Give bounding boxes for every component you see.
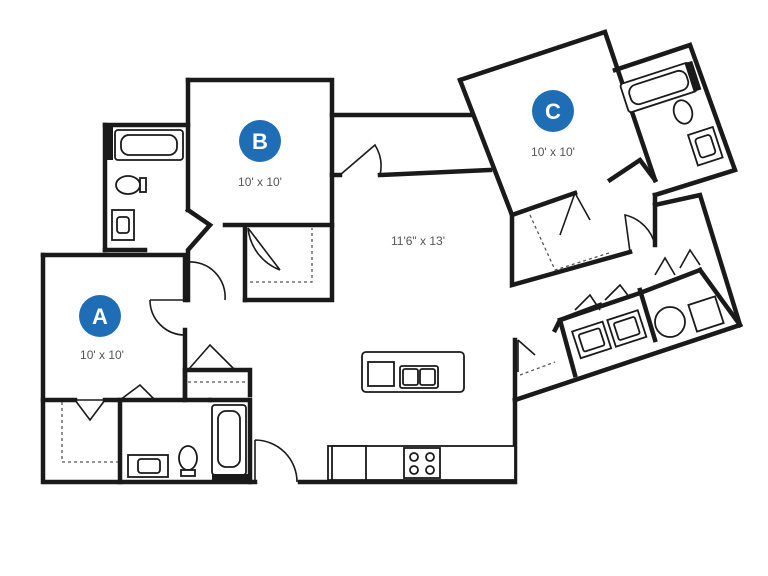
door-laundry-1[interactable]: [574, 293, 601, 311]
toilet-a: [178, 445, 198, 471]
door-bedroom-a[interactable]: [149, 299, 186, 336]
walls: [40, 29, 744, 485]
door-linen[interactable]: [187, 343, 236, 371]
room-a-label: A 10' x 10': [79, 295, 124, 362]
door-bath-c[interactable]: [609, 159, 641, 181]
stove: [403, 447, 441, 479]
living-room-size: 11'6" x 13': [391, 234, 445, 248]
water-heater: [654, 306, 686, 338]
badge-a: [79, 295, 121, 337]
room-a-size: 10' x 10': [80, 348, 124, 362]
door-bedroom-c[interactable]: [624, 213, 656, 253]
badge-a-letter: A: [92, 304, 108, 329]
badge-b-letter: B: [252, 129, 268, 154]
door-bath-a[interactable]: [119, 383, 156, 401]
door-bedroom-b[interactable]: [187, 261, 226, 301]
door-bath-b[interactable]: [187, 209, 211, 226]
door-closet-c[interactable]: [559, 192, 591, 236]
door-hall[interactable]: [339, 143, 382, 176]
badge-b: [239, 120, 281, 162]
room-c-label: C 10' x 10': [531, 90, 575, 159]
fridge: [331, 445, 367, 481]
badge-c-letter: C: [545, 99, 561, 124]
door-closet-b[interactable]: [247, 227, 281, 271]
hvac: [687, 295, 725, 333]
door-closet-a[interactable]: [74, 399, 106, 422]
doors: [74, 143, 701, 483]
door-laundry-2[interactable]: [604, 283, 631, 301]
toilet-c: [672, 99, 694, 125]
door-entry[interactable]: [254, 439, 298, 483]
door-pantry[interactable]: [517, 339, 536, 372]
room-b-size: 10' x 10': [238, 175, 282, 189]
badge-c: [532, 90, 574, 132]
room-c-size: 10' x 10': [531, 145, 575, 159]
fixtures: [105, 60, 725, 482]
door-closet-right-1[interactable]: [654, 256, 676, 276]
door-closet-right-2[interactable]: [679, 248, 701, 269]
toilet-b: [115, 175, 141, 195]
closet-shelves: [61, 214, 613, 463]
room-b-label: B 10' x 10': [238, 120, 282, 189]
